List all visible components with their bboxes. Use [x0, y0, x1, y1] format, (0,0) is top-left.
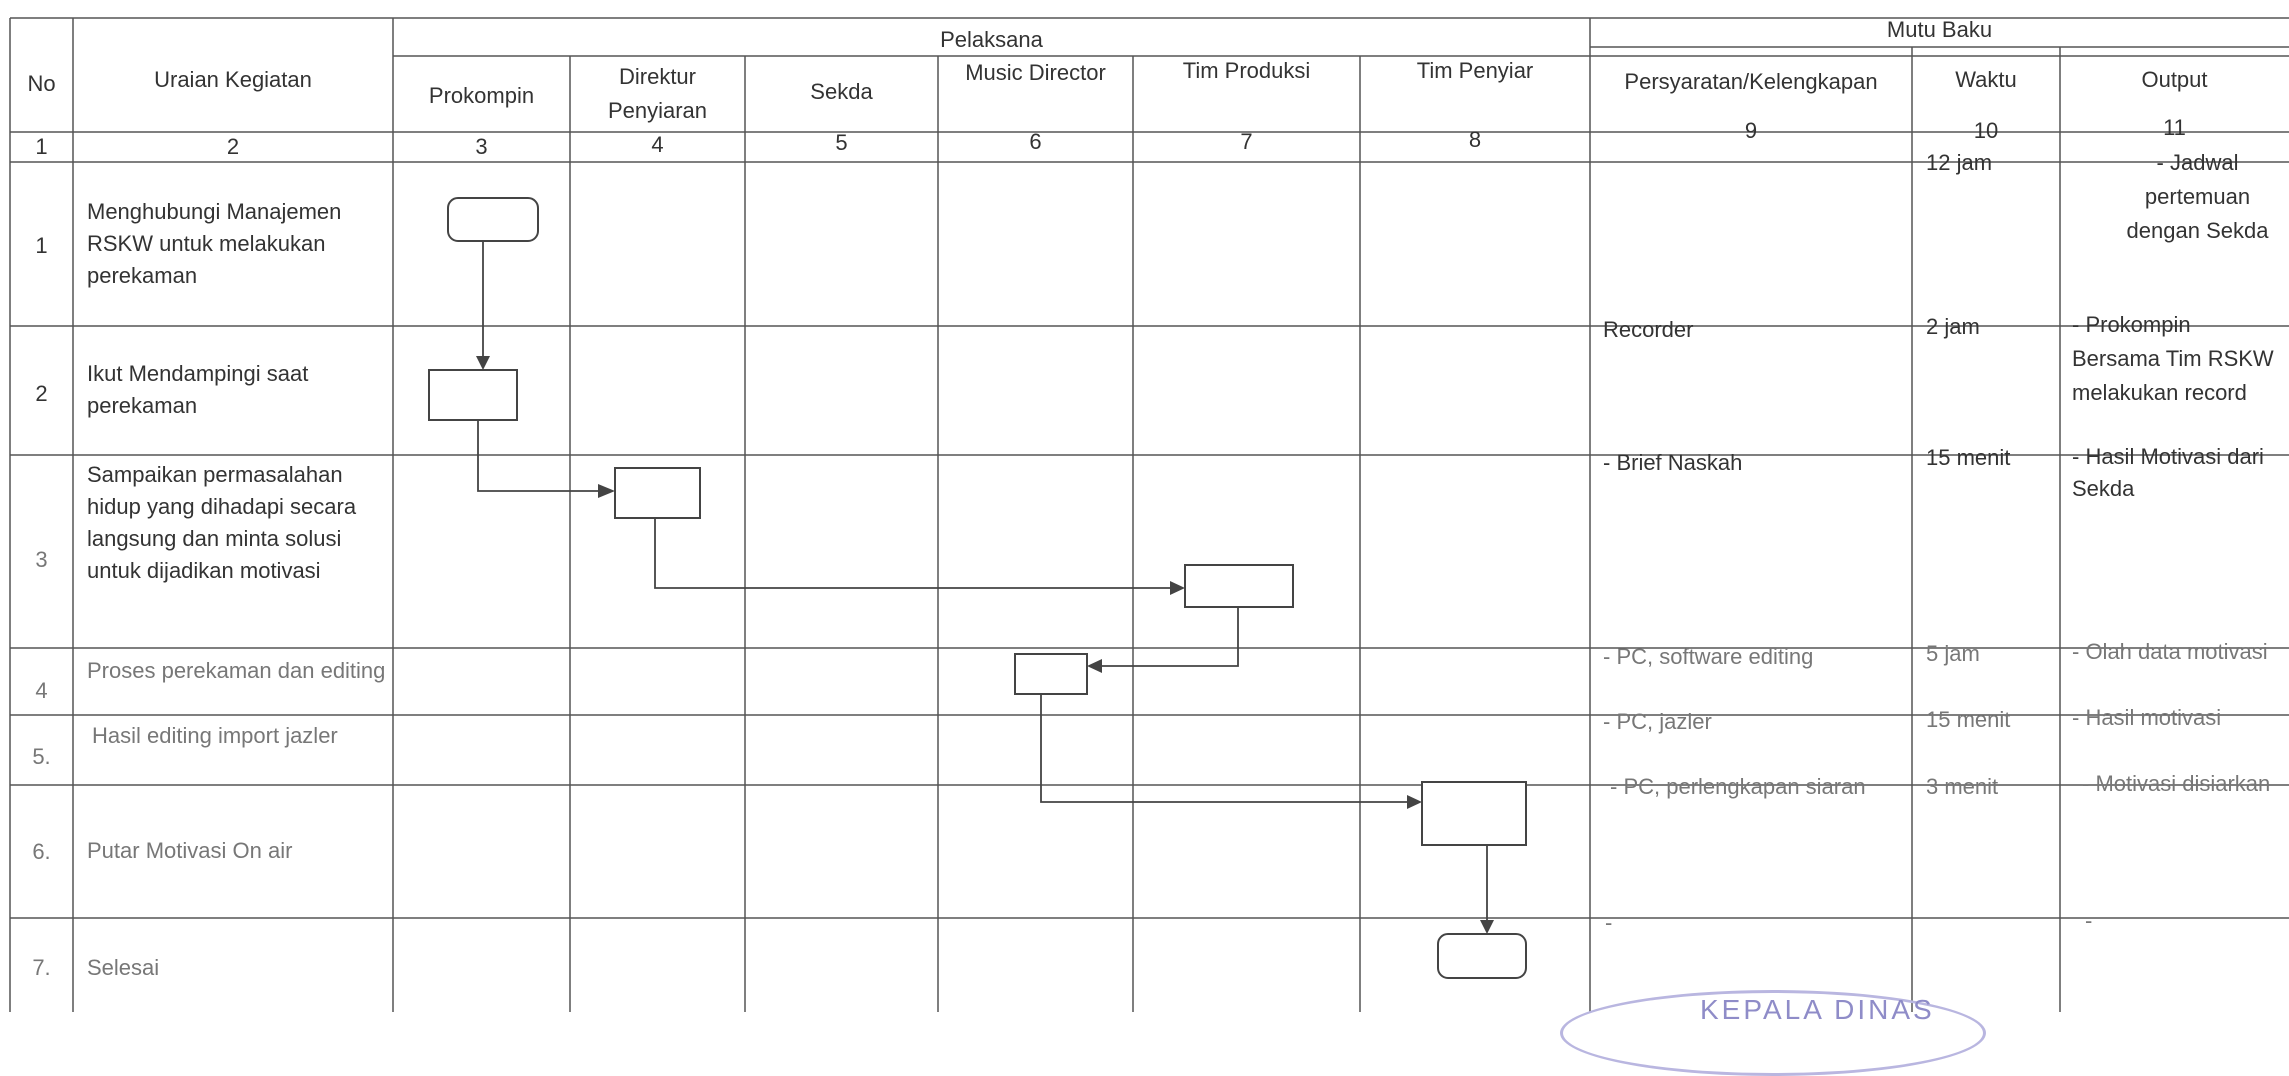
col-number: 8	[1468, 127, 1482, 152]
stamp-text: KEPALA DINAS	[1700, 994, 1935, 1025]
row-uraian: Sampaikan permasalahan hidup yang dihada…	[87, 462, 357, 583]
col-number: 10	[1973, 118, 1999, 143]
row-waktu: 2 jam	[1926, 314, 1980, 339]
col-number: 6	[1029, 129, 1042, 154]
process-box-row4-music	[1014, 653, 1088, 695]
col-number: 9	[1744, 118, 1758, 143]
row-no: 4	[35, 678, 48, 703]
col-number: 3	[475, 134, 488, 159]
row-uraian: Putar Motivasi On air	[87, 838, 293, 863]
header-pelaksana: Pelaksana	[940, 27, 1043, 52]
row-output: - Prokompin Bersama Tim RSKW melakukan r…	[2072, 312, 2274, 405]
row-waktu: 12 jam	[1926, 150, 1993, 175]
row-no: 2	[35, 381, 48, 406]
process-box-row3-tim-produksi	[1184, 564, 1294, 608]
header-prokompin: Prokompin	[428, 83, 535, 108]
header-uraian-kegiatan: Uraian Kegiatan	[154, 67, 312, 92]
col-number: 11	[2163, 115, 2186, 140]
row-persyaratan: Recorder	[1603, 317, 1694, 342]
row-no: 7.	[32, 955, 51, 980]
row-output: - Hasil motivasi	[2072, 705, 2222, 730]
row-uraian: Hasil editing import jazler	[92, 723, 338, 748]
header-persyaratan: Persyaratan/Kelengkapan	[1624, 69, 1878, 94]
header-tim-penyiar: Tim Penyiar	[1416, 58, 1534, 83]
table-grid	[9, 17, 2289, 1012]
process-box-row3-direktur	[614, 467, 701, 519]
row-waktu: 15 menit	[1926, 445, 2011, 470]
col-number: 7	[1240, 129, 1253, 154]
col-number: 2	[226, 134, 240, 159]
col-number: 1	[35, 134, 48, 159]
row-output: -	[2085, 908, 2093, 933]
row-waktu: 3 menit	[1926, 774, 1999, 799]
row-output: - Motivasi disiarkan	[2082, 771, 2271, 796]
header-no: No	[27, 71, 56, 96]
row-uraian: Ikut Mendampingi saat perekaman	[87, 361, 309, 418]
header-sekda: Sekda	[810, 79, 873, 104]
header-mutu-baku: Mutu Baku	[1886, 17, 1993, 42]
row-no: 6.	[32, 839, 51, 864]
row-waktu: 5 jam	[1926, 641, 1980, 666]
process-box-row2	[428, 369, 518, 421]
row-output: - Jadwal pertemuan dengan Sekda	[2126, 150, 2269, 243]
row-no: 5.	[32, 744, 51, 769]
row-no: 1	[35, 233, 48, 258]
row-uraian: Menghubungi Manajemen RSKW untuk melakuk…	[87, 199, 342, 288]
row-persyaratan: - Brief Naskah	[1603, 450, 1743, 475]
header-waktu: Waktu	[1955, 67, 2017, 92]
row-persyaratan: - PC, software editing	[1603, 644, 1814, 669]
sop-flowchart-table: No Uraian Kegiatan Pelaksana Mutu Baku P…	[9, 17, 2289, 1076]
header-tim-produksi: Tim Produksi	[1182, 58, 1311, 83]
col-number: 5	[835, 130, 848, 155]
row-uraian: Proses perekaman dan editing	[87, 658, 386, 683]
col-number: 4	[651, 132, 664, 157]
end-terminator	[1437, 933, 1527, 979]
row-persyaratan: -	[1605, 910, 1613, 935]
start-terminator	[447, 197, 539, 242]
row-waktu: 15 menit	[1926, 707, 2011, 732]
header-direktur-penyiaran: Direktur Penyiaran	[607, 64, 708, 123]
row-output: - Olah data motivasi	[2072, 639, 2268, 664]
row-persyaratan: - PC, jazler	[1603, 709, 1712, 734]
header-music-director: Music Director	[965, 60, 1106, 85]
row-no: 3	[35, 547, 48, 572]
header-output: Output	[2141, 67, 2208, 92]
row-output: - Hasil Motivasi dari Sekda	[2072, 444, 2264, 501]
row-persyaratan: - PC, perlengkapan siaran	[1610, 774, 1866, 799]
process-box-row6-penyiar	[1421, 781, 1527, 846]
row-uraian: Selesai	[87, 955, 160, 980]
